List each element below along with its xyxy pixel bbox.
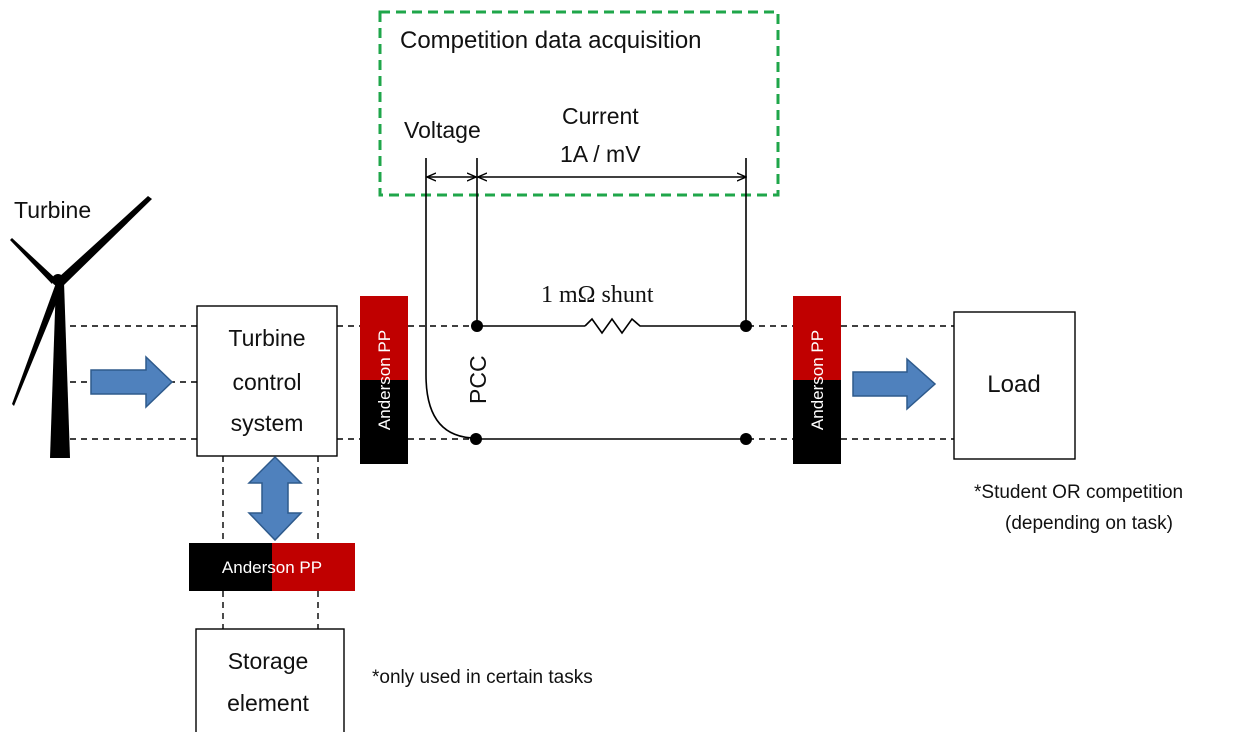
pcc-node-bottom	[470, 433, 482, 445]
dashed-conductors	[70, 325, 954, 629]
tcs-line2: control	[232, 369, 301, 395]
daq-box	[378, 10, 780, 197]
tcs-line3: system	[231, 410, 304, 436]
shunt-node-top	[740, 320, 752, 332]
connector-right-label: Anderson PP	[808, 330, 827, 430]
pcc-node-top	[471, 320, 483, 332]
resistor-icon	[584, 317, 646, 335]
connector-bottom-label: Anderson PP	[222, 558, 322, 577]
connector-left-label: Anderson PP	[375, 330, 394, 430]
current-label: Current	[562, 103, 639, 129]
anderson-connector-right: Anderson PP	[793, 296, 841, 464]
anderson-connector-left: Anderson PP	[360, 296, 408, 464]
daq-title: Competition data acquisition	[400, 27, 702, 54]
storage-box	[195, 628, 345, 732]
shunt-label: 1 mΩ shunt	[541, 282, 654, 308]
load-box	[953, 311, 1076, 460]
pcc-label: PCC	[465, 355, 491, 404]
tcs-line1: Turbine	[228, 325, 305, 351]
note-storage: *only used in certain tasks	[372, 667, 593, 688]
load-label: Load	[987, 371, 1040, 398]
anderson-connector-bottom: Anderson PP	[189, 543, 355, 591]
current-ratio-label: 1A / mV	[560, 141, 641, 167]
arrow-right-icon-load	[852, 357, 937, 411]
arrow-right-icon	[90, 355, 174, 409]
arrow-up-down-icon	[247, 455, 303, 542]
note-load-line1: *Student OR competition	[974, 482, 1183, 503]
turbine-label: Turbine	[14, 197, 91, 223]
note-load-line2: (depending on task)	[1005, 513, 1173, 534]
voltage-sense-wire	[425, 158, 477, 439]
wind-turbine-icon	[10, 196, 152, 458]
storage-line1: Storage	[228, 648, 309, 674]
turbine-control-box	[196, 305, 338, 457]
shunt-node-bottom	[740, 433, 752, 445]
voltage-label: Voltage	[404, 117, 481, 143]
storage-line2: element	[227, 690, 309, 716]
